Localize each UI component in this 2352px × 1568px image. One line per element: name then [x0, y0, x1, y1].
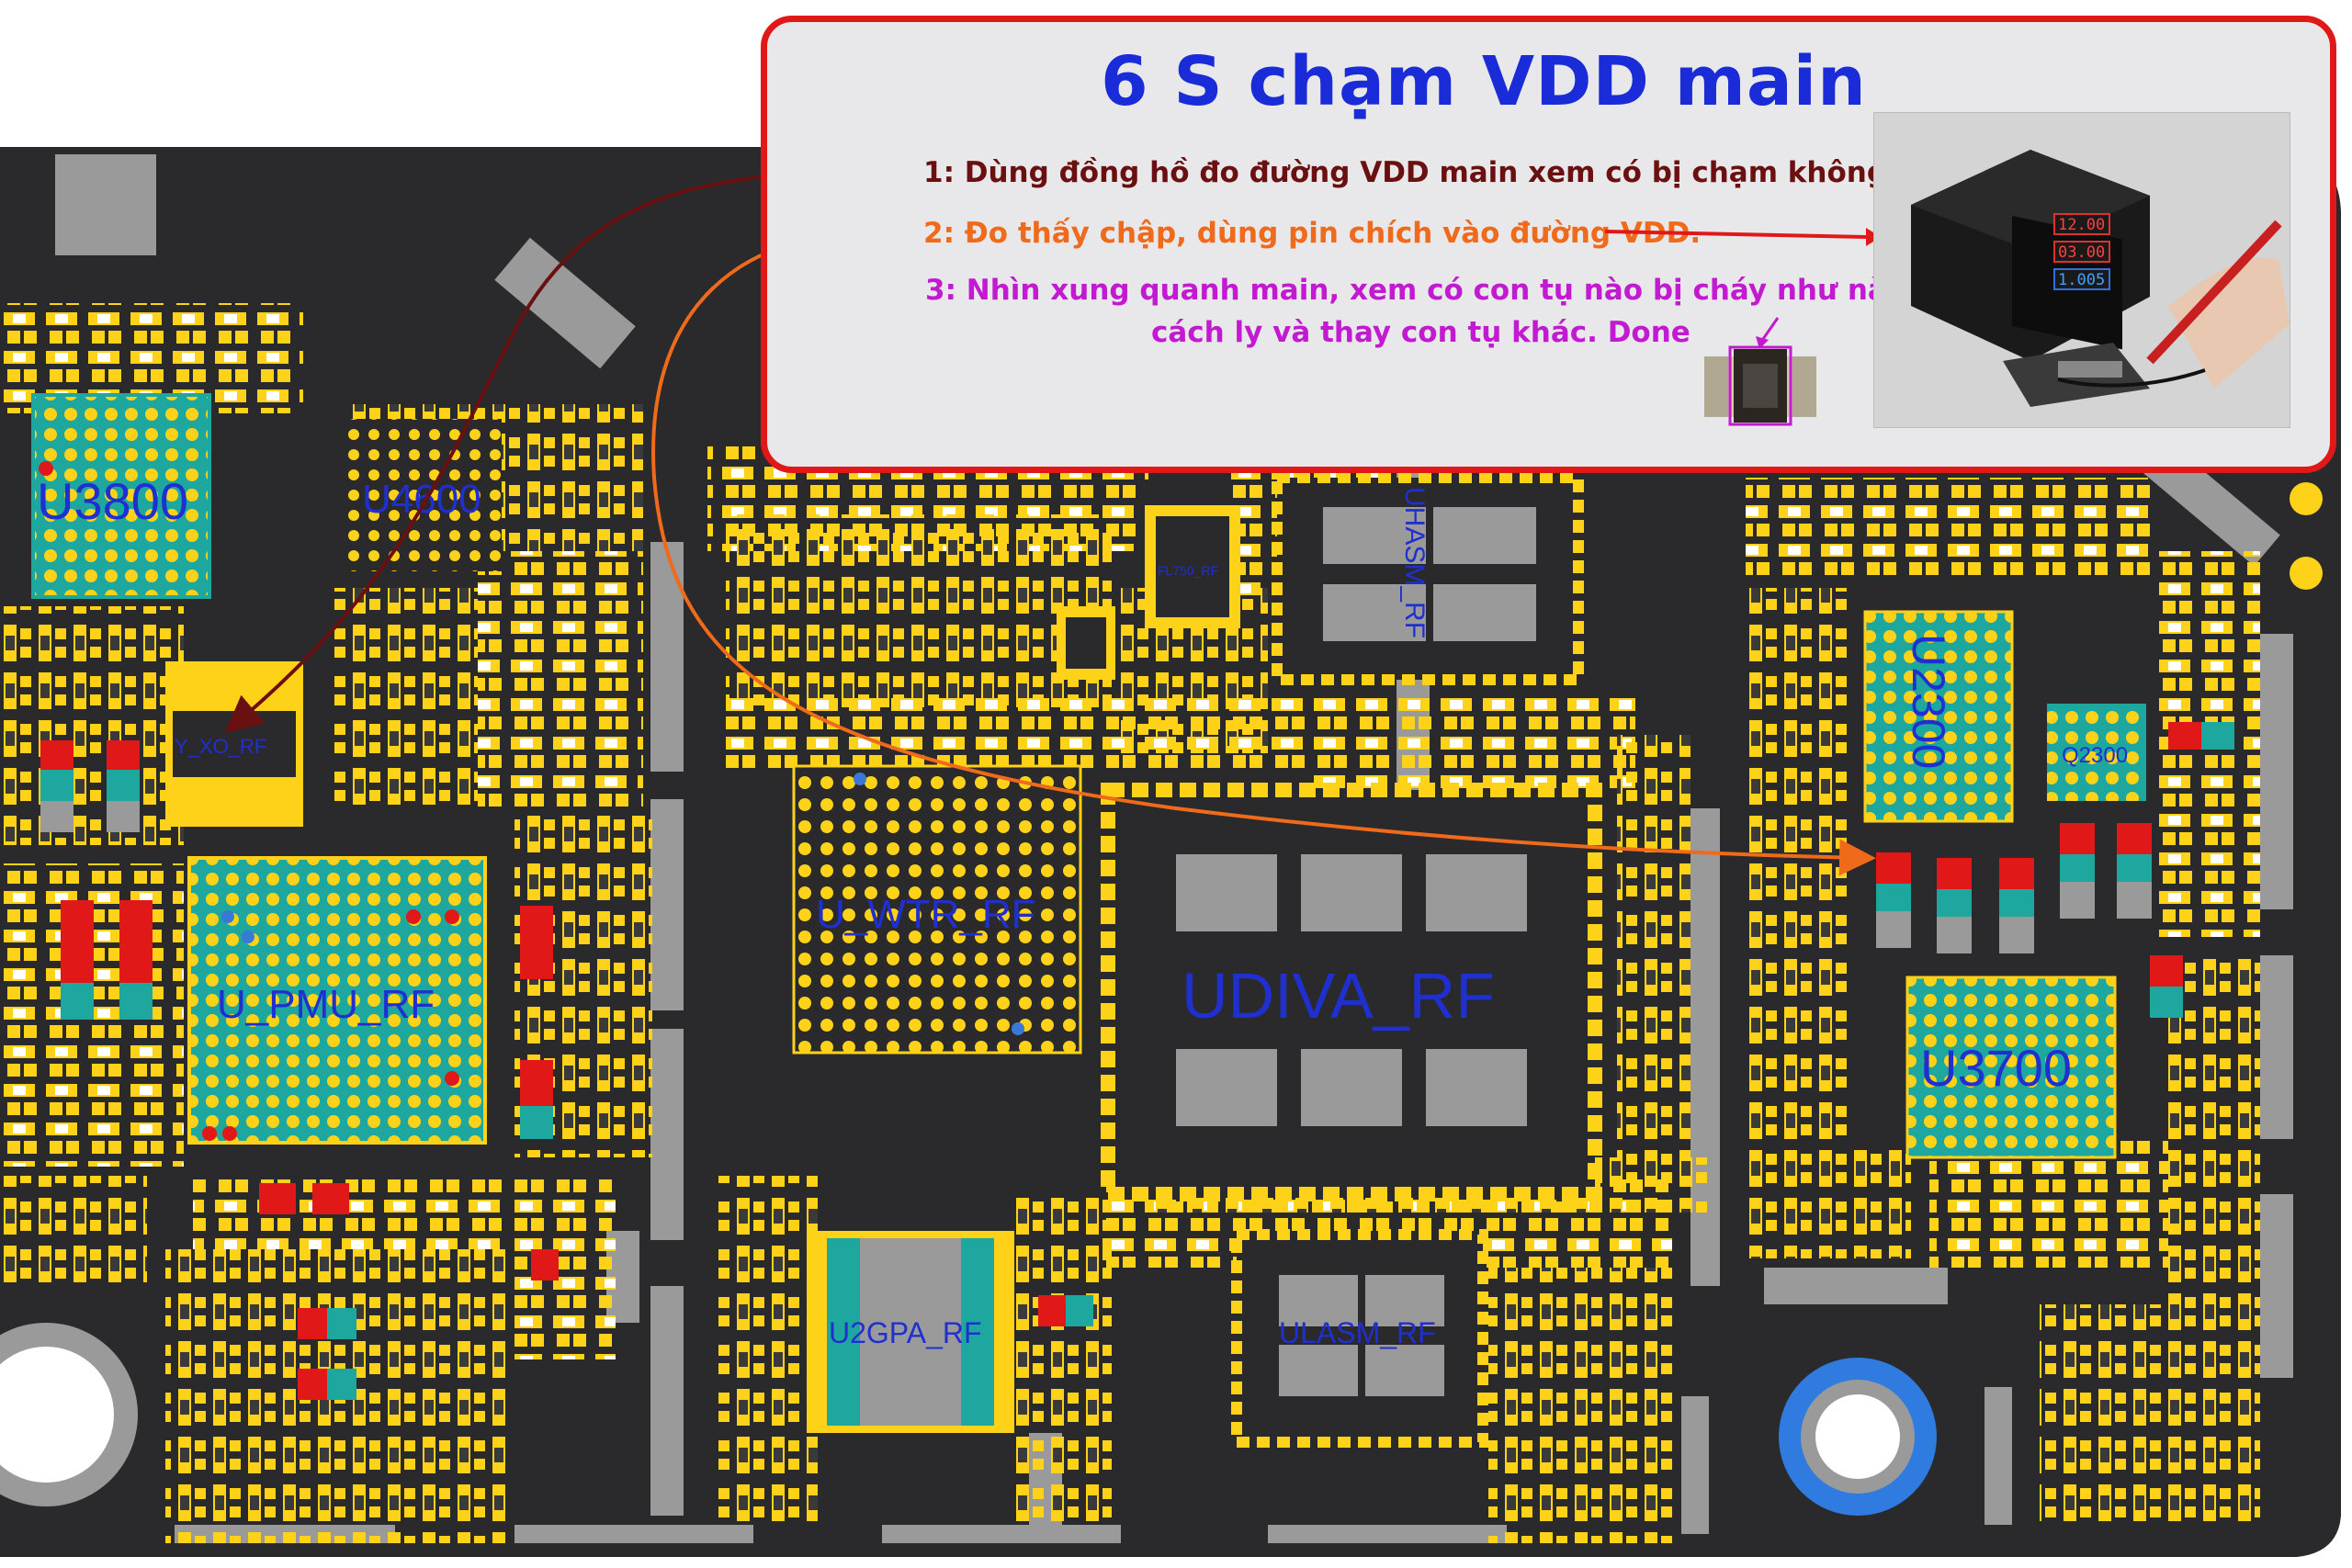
chip-u-wtr-rf: [792, 764, 1082, 1055]
instruction-callout: 6 S chạm VDD main 1: Dùng đồng hồ đo đườ…: [761, 16, 2336, 473]
chip-u3700-label: U3700: [1920, 1039, 2072, 1097]
chip-q2300-label: Q2300: [2062, 743, 2128, 768]
step-3-text-line1: 3: Nhìn xung quanh main, xem có con tụ n…: [925, 274, 1959, 307]
meter-reading-3: 1.005: [2058, 271, 2105, 289]
chip-u2300-label: U2300: [1903, 634, 1954, 769]
chip-q2300: [2047, 704, 2146, 801]
callout-title: 6 S chạm VDD main: [1101, 42, 1867, 121]
chip-ulasm-rf: [1231, 1229, 1488, 1448]
chip-uhasm-rf-label: UHASM_RF: [1399, 487, 1430, 638]
meter-reading-1: 12.00: [2058, 216, 2105, 234]
step-2-text: 2: Đo thấy chập, dùng pin chích vào đườn…: [923, 217, 1702, 250]
filter-fl-rf-label: FL750_RF: [1158, 563, 1218, 578]
meter-reading-2: 03.00: [2058, 243, 2105, 262]
meter-repair-photo: 12.00 03.00 1.005: [1873, 112, 2290, 428]
chip-udiva-rf-label: UDIVA_RF: [1182, 960, 1495, 1032]
chip-u-pmu-rf-label: U_PMU_RF: [217, 982, 435, 1027]
arrow-step1: [224, 167, 912, 733]
arrow-step2: [651, 229, 1876, 876]
step-3-text-line2: cách ly và thay con tụ khác. Done: [1151, 316, 1690, 349]
chip-u3800-label: U3800: [37, 472, 188, 530]
chip-u4600-label: U4600: [362, 477, 481, 522]
arrow-to-photo: [1605, 228, 1881, 246]
chip-u3700: [1905, 976, 2117, 1159]
chip-u2gpa-rf-label: U2GPA_RF: [829, 1316, 982, 1349]
chip-u2300: [1863, 610, 2014, 823]
chip-u3800: [31, 393, 211, 599]
chip-ulasm-rf-label: ULASM_RF: [1279, 1316, 1436, 1349]
step-1-text: 1: Dùng đồng hồ đo đường VDD main xem có…: [923, 156, 1905, 189]
crystal-y-xo-rf-label: Y_XO_RF: [175, 735, 266, 758]
edge-strip: [55, 154, 156, 255]
chip-u4600: [345, 419, 502, 571]
chip-u-pmu-rf: [187, 856, 487, 1145]
chip-u-wtr-rf-label: U_WTR_RF: [816, 892, 1036, 937]
burnt-capacitor-image: [1704, 345, 1816, 426]
